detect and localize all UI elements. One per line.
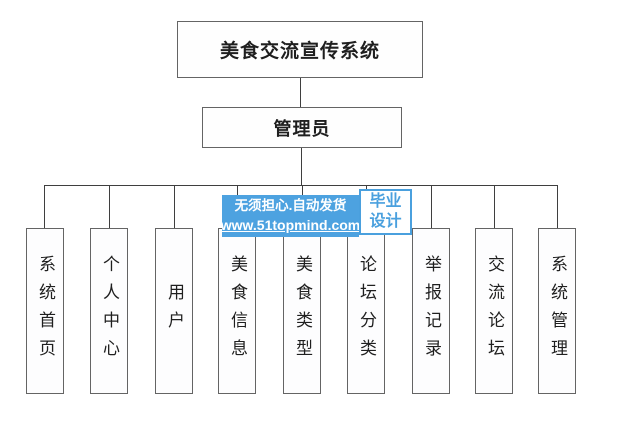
watermark-badge-line1: 毕业: [369, 193, 402, 210]
node-label: 用户: [165, 283, 184, 339]
connector-root-admin: [300, 78, 301, 107]
node-admin: 管理员: [202, 107, 402, 148]
node-label: 美食类型: [293, 255, 312, 367]
node-child-forum-category: 论坛分类: [347, 228, 385, 394]
node-child-exchange-forum: 交流论坛: [475, 228, 513, 394]
node-child-user: 用户: [155, 228, 193, 394]
node-label: 系统管理: [548, 255, 567, 367]
node-label: 系统首页: [36, 255, 55, 367]
connector-drop-3: [174, 185, 175, 228]
node-label: 论坛分类: [357, 255, 376, 367]
connector-drop-2: [109, 185, 110, 228]
connector-drop-7: [431, 185, 432, 228]
node-label: 交流论坛: [485, 255, 504, 367]
node-child-report-record: 举报记录: [412, 228, 450, 394]
node-child-food-info: 美食信息: [218, 228, 256, 394]
connector-drop-8: [494, 185, 495, 228]
node-label: 美食信息: [228, 255, 247, 367]
connector-drop-9: [557, 185, 558, 228]
watermark-url: www.51topmind.com: [220, 216, 361, 233]
watermark-badge-line2: 设计: [369, 213, 402, 230]
node-admin-label: 管理员: [273, 118, 331, 139]
connector-admin-trunk: [301, 148, 302, 185]
node-child-system-home: 系统首页: [26, 228, 64, 394]
watermark-slogan: 无须担心.自动发货: [234, 198, 347, 214]
node-child-food-type: 美食类型: [283, 228, 321, 394]
watermark-badge: 毕业 设计: [359, 189, 412, 235]
node-root: 美食交流宣传系统: [177, 21, 423, 78]
watermark-banner: 无须担心.自动发货 www.51topmind.com: [220, 195, 361, 237]
connector-drop-1: [44, 185, 45, 228]
connector-trunk-horizontal: [44, 185, 558, 186]
node-label: 个人中心: [100, 255, 119, 367]
node-child-system-manage: 系统管理: [538, 228, 576, 394]
node-child-personal-center: 个人中心: [90, 228, 128, 394]
node-label: 举报记录: [422, 255, 441, 367]
node-root-label: 美食交流宣传系统: [219, 41, 380, 62]
